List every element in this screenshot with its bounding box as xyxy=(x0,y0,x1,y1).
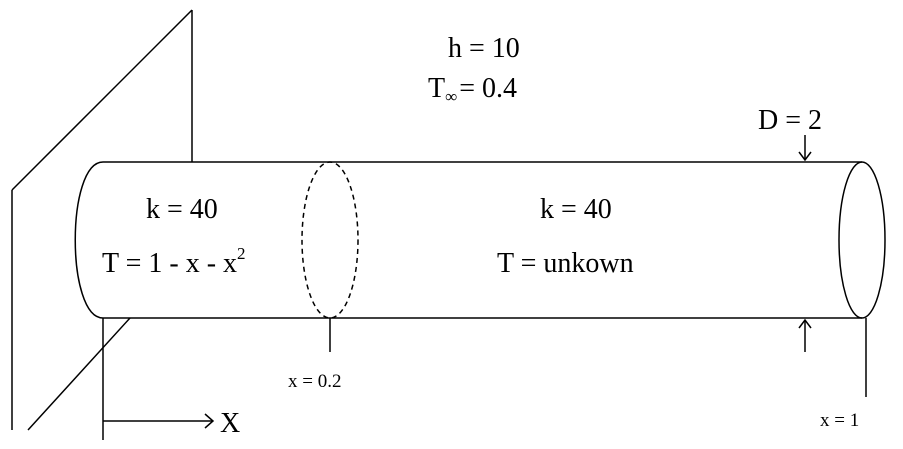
wall-top-edge xyxy=(11,9,193,191)
section-boundary-ellipse xyxy=(301,161,359,319)
wall-bottom-edge xyxy=(27,317,131,431)
x-axis xyxy=(102,318,215,440)
wall xyxy=(11,9,193,431)
x-mid-label: x = 0.2 xyxy=(288,371,341,392)
diameter-label: D = 2 xyxy=(758,105,822,136)
position-markers xyxy=(329,318,867,397)
x-axis-label: X xyxy=(220,408,240,439)
t-inf-prefix: T xyxy=(428,73,445,104)
right-temperature-label: T = unkown xyxy=(497,248,634,279)
diameter-arrow-bottom-head xyxy=(798,318,812,329)
t-inf-value: = 0.4 xyxy=(459,73,517,104)
diameter-arrow-top-head xyxy=(798,151,812,162)
t-inf-subscript: ∞ xyxy=(445,87,457,106)
right-k-label: k = 40 xyxy=(540,194,612,225)
cylinder-base-arc xyxy=(74,161,104,319)
cylinder-end-ellipse xyxy=(838,161,886,319)
x-end-label: x = 1 xyxy=(820,410,859,431)
h-label: h = 10 xyxy=(448,33,520,64)
t-inf-label: T∞= 0.4 xyxy=(428,73,517,106)
fin-cylinder xyxy=(74,161,886,319)
left-k-label: k = 40 xyxy=(146,194,218,225)
left-temperature-exponent: 2 xyxy=(237,244,246,263)
left-temperature-main: T = 1 - x - x xyxy=(102,248,237,279)
x-axis-arrow-head xyxy=(204,413,215,429)
diameter-arrows xyxy=(798,135,812,352)
left-temperature-label: T = 1 - x - x2 xyxy=(102,244,246,279)
